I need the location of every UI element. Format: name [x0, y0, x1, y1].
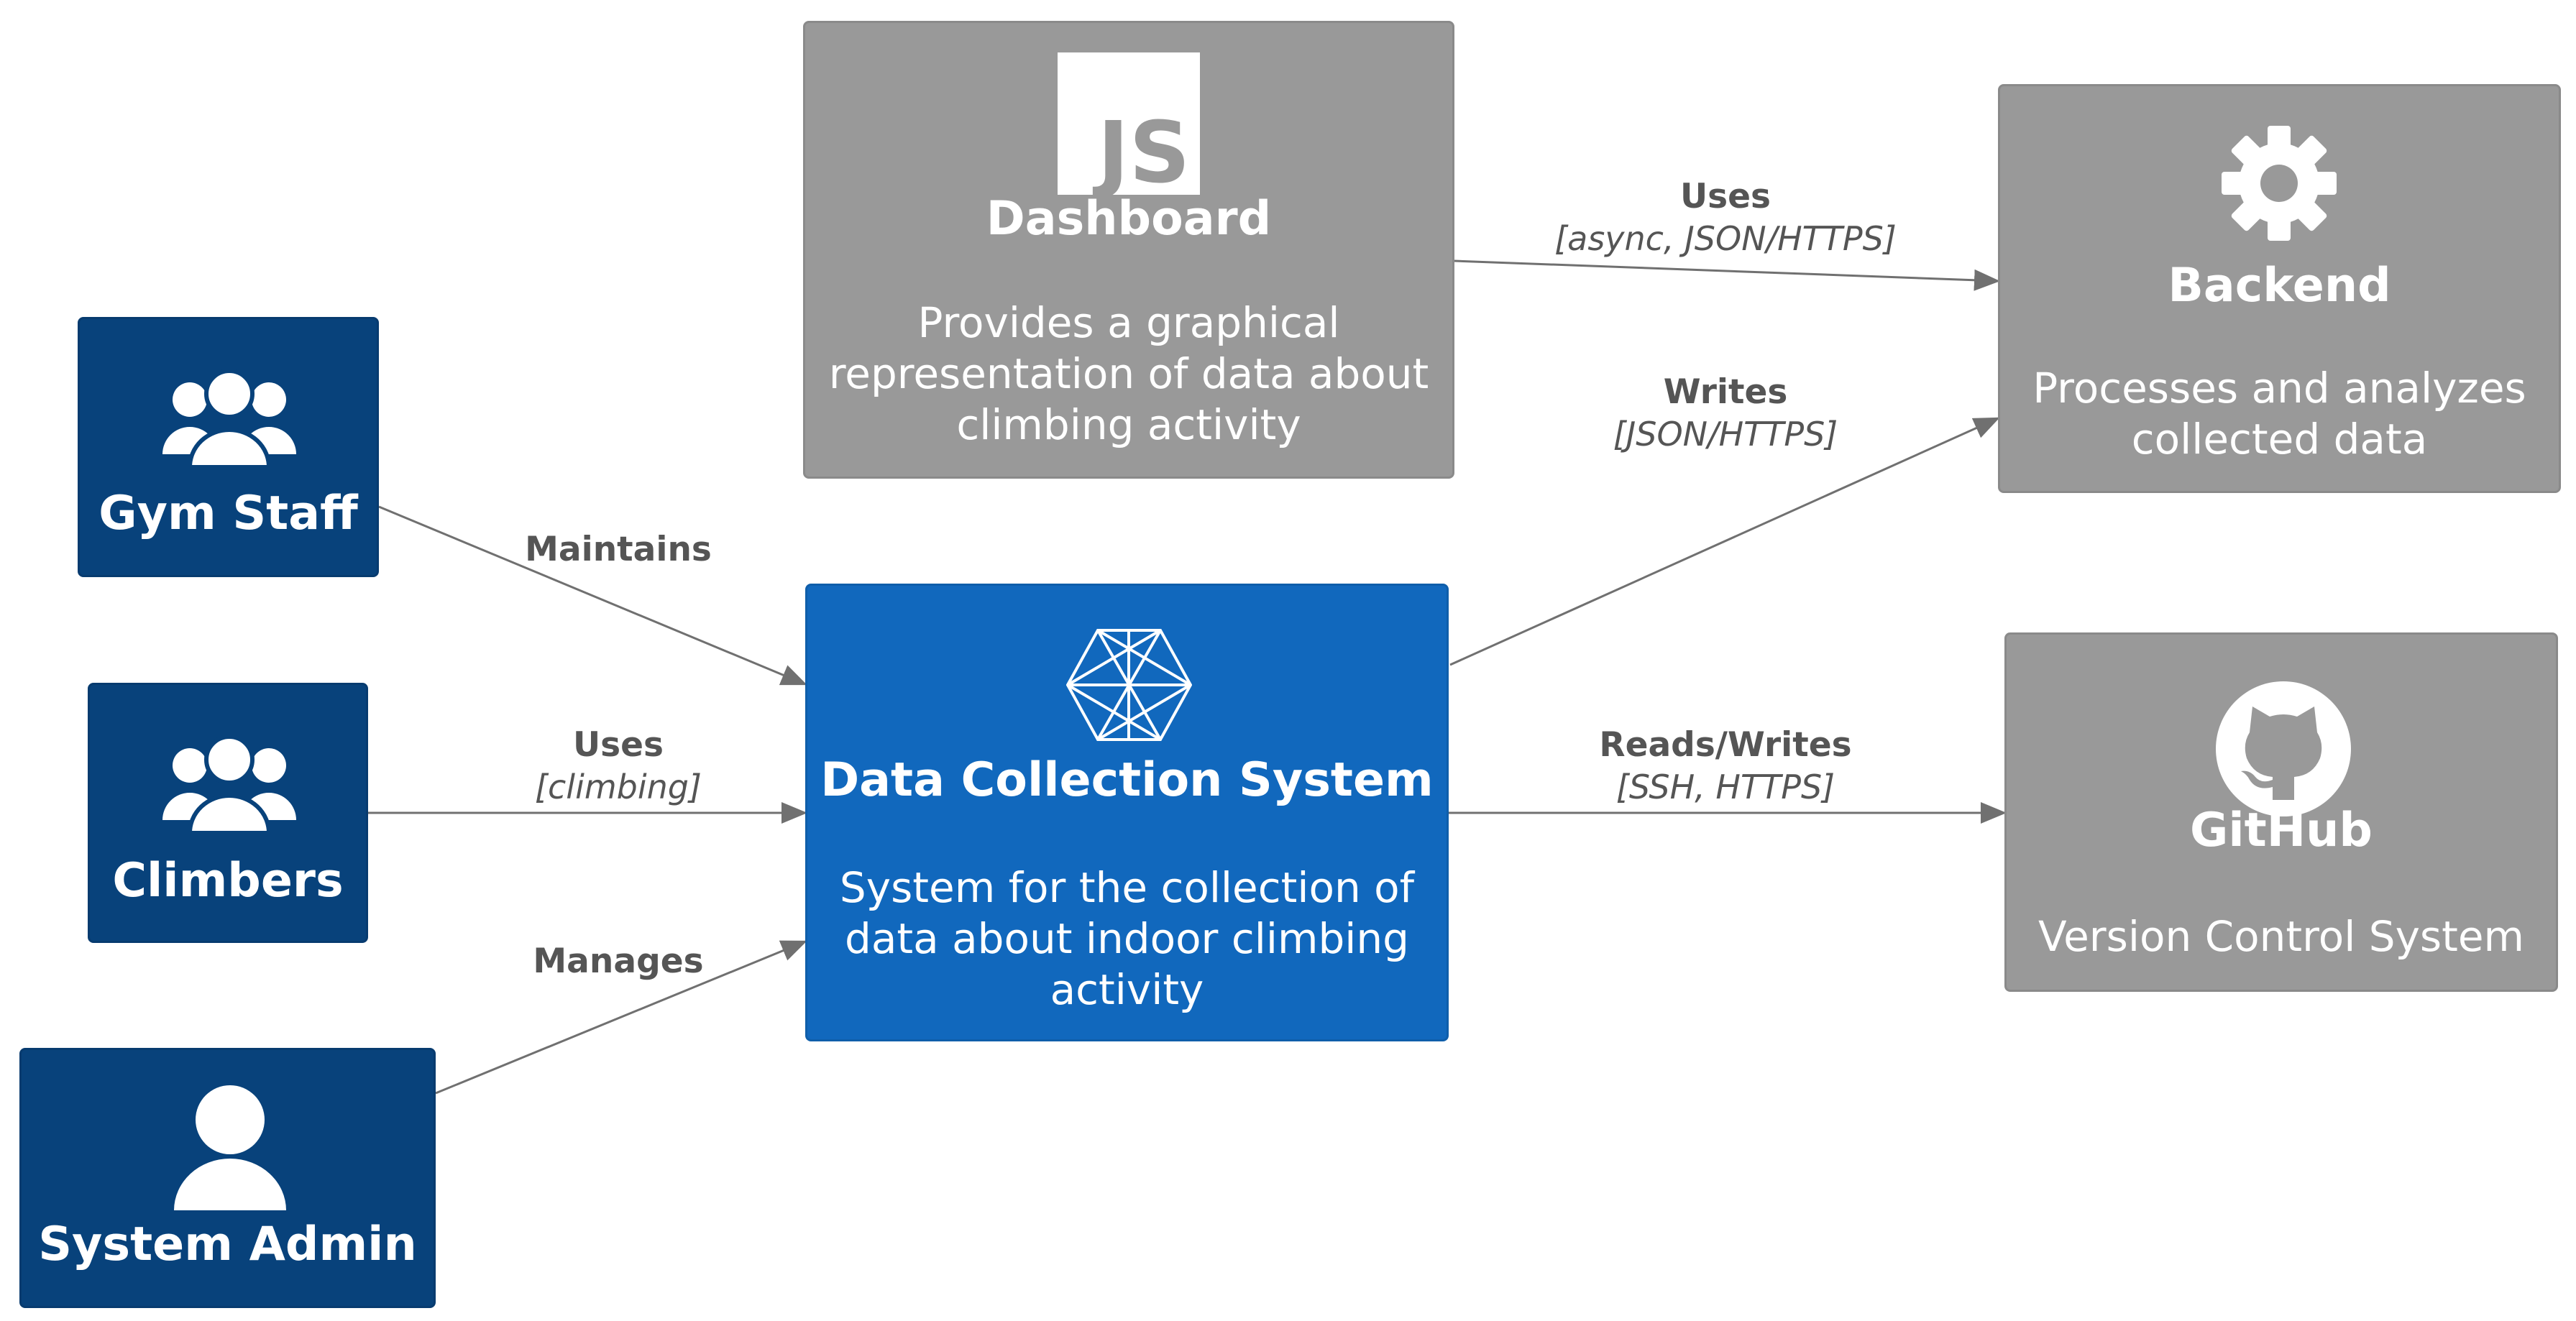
edge-label-maintains: Maintains: [475, 529, 762, 571]
node-data-collection-system[interactable]: Data Collection System System for the co…: [805, 584, 1449, 1041]
people-icon: [161, 369, 298, 470]
edge-data-collection-to-backend: [1449, 417, 2000, 666]
edge-gym-staff-to-data-collection: [378, 505, 807, 686]
node-title: GitHub: [2190, 804, 2373, 857]
edge-label-text: Uses: [1680, 177, 1771, 216]
hexagon-mesh-icon: [1066, 627, 1192, 742]
edge-label-text: Reads/Writes: [1599, 725, 1852, 765]
node-title: System Admin: [38, 1218, 417, 1271]
edge-technology-text: [JSON/HTTPS]: [1613, 414, 1838, 454]
edge-dashboard-to-backend: [1454, 259, 2000, 291]
node-title: Backend: [2168, 259, 2391, 313]
edge-technology-text: [async, JSON/HTTPS]: [1554, 218, 1897, 258]
edge-label-writes: Writes [JSON/HTTPS]: [1546, 372, 1905, 455]
edge-label-manages: Manages: [475, 941, 762, 983]
edge-label-reads-writes: Reads/Writes [SSH, HTTPS]: [1546, 724, 1905, 808]
javascript-icon: JS: [1058, 52, 1200, 195]
edge-technology-text: [climbing]: [535, 767, 702, 806]
node-title: Data Collection System: [820, 753, 1434, 807]
node-title: Dashboard: [986, 192, 1272, 246]
node-climbers[interactable]: Climbers: [88, 683, 368, 943]
edge-label-uses-climbing: Uses [climbing]: [475, 724, 762, 808]
node-title: Gym Staff: [98, 487, 358, 540]
node-gym-staff[interactable]: Gym Staff: [78, 317, 379, 577]
edge-label-text: Uses: [573, 725, 664, 765]
edge-label-text: Maintains: [525, 530, 712, 569]
github-icon: [2214, 679, 2353, 819]
people-icon: [161, 735, 298, 836]
edge-label-text: Writes: [1663, 372, 1788, 412]
node-title: Climbers: [112, 854, 344, 908]
edge-label-uses-backend: Uses [async, JSON/HTTPS]: [1474, 176, 1977, 259]
person-icon: [173, 1082, 288, 1212]
node-github[interactable]: GitHub Version Control System: [2004, 632, 2558, 992]
svg-text:JS: JS: [1093, 103, 1191, 195]
node-backend[interactable]: Backend Processes and analyzes collected…: [1998, 84, 2561, 493]
node-description: Version Control System: [2038, 912, 2525, 961]
node-description: System for the collection of data about …: [839, 863, 1415, 1014]
node-system-admin[interactable]: System Admin: [19, 1048, 436, 1308]
node-description: Processes and analyzes collected data: [2032, 364, 2526, 464]
edge-technology-text: [SSH, HTTPS]: [1615, 767, 1835, 806]
edge-label-text: Manages: [533, 942, 704, 981]
node-description: Provides a graphical representation of d…: [828, 298, 1429, 449]
edge-system-admin-to-data-collection: [435, 940, 807, 1095]
gear-icon: [2218, 122, 2340, 244]
node-dashboard[interactable]: JS Dashboard Provides a graphical repres…: [803, 21, 1454, 479]
